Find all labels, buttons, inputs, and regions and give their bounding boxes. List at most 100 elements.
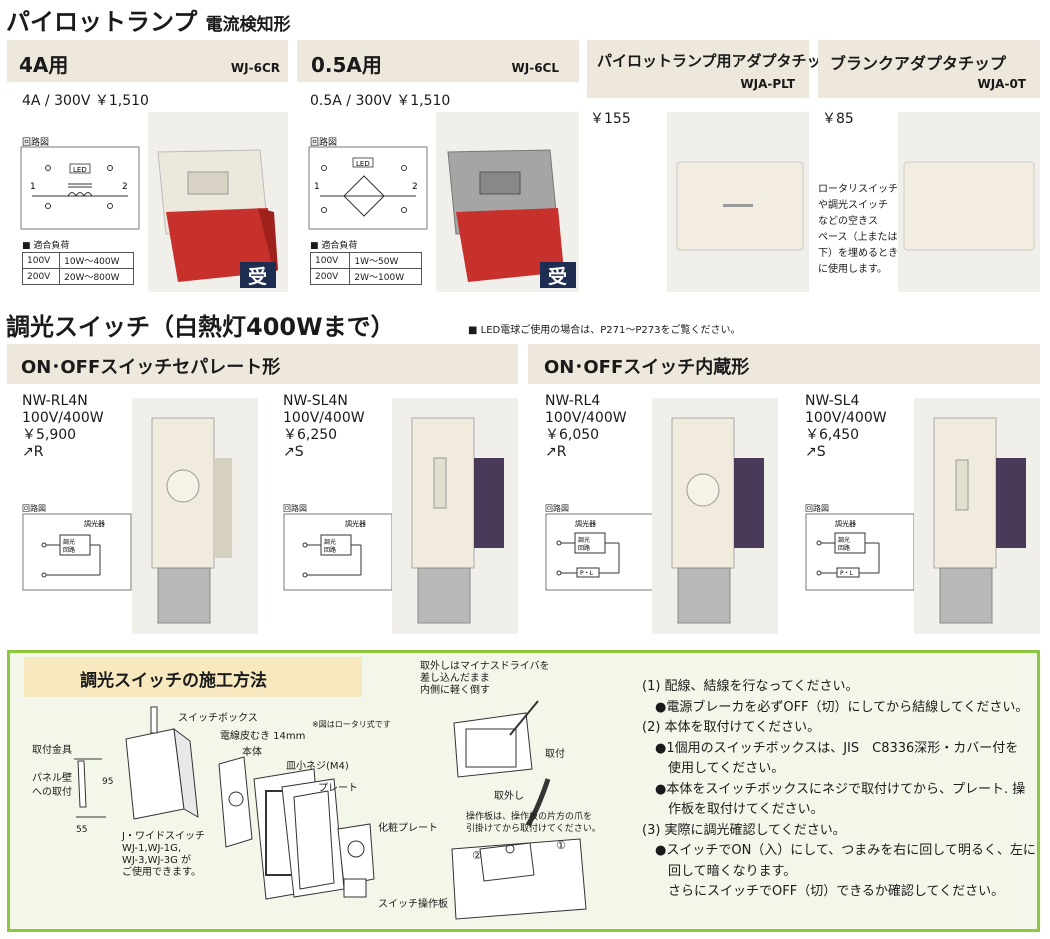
dimmer-rating: 100V/400W	[805, 410, 887, 426]
dimmer-price: ￥6,450	[805, 427, 860, 443]
switch-label: P・L	[840, 570, 854, 577]
circuit-label: 回路図	[22, 504, 46, 513]
product-bar-05a: 0.5A用 WJ-6CL	[297, 40, 579, 82]
step-line: ●本体をスイッチボックスにネジで取付けてから、プレート. 操	[642, 781, 1026, 797]
installation-steps: (1) 配線、結線を行なってください。 ●電源ブレーカを必ずOFF（切）にしてか…	[642, 677, 1036, 903]
blank-chip-note: ロータリスイッチ や調光スイッチ などの空きス ペース（上または 下）を埋めると…	[818, 182, 898, 278]
section-bar-title: ON･OFFスイッチ内蔵形	[544, 357, 750, 378]
dimmer-card-nw-sl4: NW-SL4 100V/400W ￥6,450 ↗S	[805, 393, 1045, 633]
label-dim-95: 95	[102, 777, 114, 787]
circuit-diagram-wj6cl: LED 1 2	[308, 146, 428, 230]
note-line: 内側に軽く倒す	[420, 685, 490, 696]
product-bar-plt: パイロットランプ用アダプタチップ WJA-PLT	[587, 40, 837, 98]
section-bar-separate: ON･OFFスイッチセパレート形	[7, 344, 518, 384]
label-dim-55: 55	[76, 825, 88, 835]
load-range: 20W～800W	[59, 268, 134, 285]
receptacle-badge: 受	[248, 266, 268, 288]
product-spec: 0.5A / 300V ￥1,510	[310, 93, 451, 109]
load-range: 2W～100W	[349, 268, 422, 285]
label-panel-wall: パネル壁	[32, 773, 72, 784]
label-detach: 取外し	[494, 791, 524, 802]
removal-diagram	[451, 700, 587, 920]
switch-label: P・L	[580, 570, 594, 577]
dimmer-price: ￥6,250	[283, 427, 338, 443]
step-line: (2) 本体を取付けてください。	[642, 720, 821, 735]
removal-note: 取外しはマイナスドライバを 差し込んだまま 内側に軽く倒す	[420, 661, 550, 697]
receptacle-badge: 受	[548, 266, 568, 288]
dimmer-circuit-4: 調光器 調光 回路 P・L	[805, 513, 915, 591]
dimmer-rating: 100V/400W	[545, 410, 627, 426]
dimmer-photo-rotary	[132, 398, 258, 634]
dimmer-type: ↗R	[22, 444, 44, 460]
box-label: 調光	[324, 538, 336, 546]
load-voltage: 200V	[21, 268, 61, 285]
dimmer-photo-slide	[392, 398, 518, 634]
note-line: 操作板は、操作板の片方の爪を	[466, 812, 593, 822]
dimmer-label: 調光器	[575, 519, 596, 528]
product-price: ￥85	[822, 111, 854, 127]
label-step-1: ①	[556, 839, 566, 852]
note-line: WJ-3,WJ-3G が	[122, 855, 192, 866]
dimmer-rating: 100V/400W	[22, 410, 104, 426]
wide-switch-note: J・ワイドスイッチ WJ-1,WJ-1G, WJ-3,WJ-3G が ご使用でき…	[122, 831, 205, 879]
led-note: ■ LED電球ご使用の場合は、P271～P273をご覧ください。	[468, 325, 741, 336]
pilot-lamp-subtitle: 電流検知形	[205, 15, 291, 35]
note-line: ロータリスイッチ	[818, 184, 898, 195]
node-label: 2	[122, 182, 128, 192]
load-voltage: 100V	[21, 252, 61, 269]
label-deco-plate: 化粧プレート	[378, 823, 438, 834]
dimmer-circuit-3: 調光器 調光 回路 P・L	[545, 513, 655, 591]
dimmer-type: ↗S	[805, 444, 826, 460]
box-label: 回路	[63, 546, 75, 554]
circuit-label: 回路図	[805, 504, 829, 513]
note-line: ペース（上または	[818, 232, 898, 243]
label-rotary-note: ※図はロータリ式です	[312, 720, 391, 729]
dimmer-model: NW-RL4N	[22, 393, 88, 409]
circuit-diagram-wj6cr: LED 1 2	[20, 146, 140, 230]
product-model: WJ-6CR	[230, 61, 280, 75]
dimmer-circuit-2: 調光器 調光 回路	[283, 513, 393, 591]
section-bar-title: ON･OFFスイッチセパレート形	[21, 357, 281, 378]
note-line: J・ワイドスイッチ	[122, 831, 205, 842]
led-label: LED	[73, 166, 87, 174]
box-label: 回路	[578, 544, 590, 552]
label-body: 本体	[242, 747, 262, 758]
product-title: 0.5A用	[311, 53, 382, 77]
label-fitting: 取付金具	[32, 745, 72, 756]
product-title: 4A用	[19, 53, 69, 77]
dimmer-circuit-1: 調光器 調光 回路	[22, 513, 132, 591]
section-title-pilot-lamp: パイロットランプ 電流検知形	[6, 2, 291, 37]
label-attach: 取付	[545, 749, 565, 760]
circuit-label: 回路図	[22, 138, 50, 148]
note-line: 取外しはマイナスドライバを	[420, 661, 550, 672]
box-label: 調光	[838, 536, 850, 544]
step-line: (1) 配線、結線を行なってください。	[642, 679, 859, 694]
product-model: WJ-6CL	[511, 61, 559, 75]
product-bar-0t: ブランクアダプタチップ WJA-0T	[818, 40, 1040, 98]
load-voltage: 100V	[309, 252, 351, 269]
note-line: に使用します。	[818, 264, 887, 275]
step-line: ●電源ブレーカを必ずOFF（切）にしてから結線してください。	[642, 699, 1029, 715]
installation-exploded-diagram	[74, 706, 375, 900]
label-plate: プレート	[318, 783, 358, 794]
product-model: WJA-PLT	[740, 77, 795, 91]
step-line: 回して暗くなります。	[642, 863, 797, 879]
installation-panel: 調光スイッチの施工方法 スイッチボックス ※図はロータリ式です 電線皮むき 14…	[7, 650, 1040, 932]
circuit-label: 回路図	[545, 504, 569, 513]
dimmer-model: NW-SL4N	[283, 393, 348, 409]
note-line: や調光スイッチ	[818, 200, 888, 211]
pilot-lamp-red-image	[157, 149, 278, 288]
dimmer-price: ￥6,050	[545, 427, 600, 443]
product-photo-wja-plt	[667, 112, 809, 292]
box-label: 回路	[838, 544, 850, 552]
product-bar-4a: 4A用 WJ-6CR	[7, 40, 288, 82]
dimmer-label: 調光器	[835, 519, 856, 528]
label-switch-box: スイッチボックス	[178, 713, 258, 724]
dimmer-card-nw-sl4n: NW-SL4N 100V/400W ￥6,250 ↗S	[283, 393, 523, 633]
node-label: 2	[412, 182, 418, 192]
note-line: ご使用できます。	[122, 867, 201, 878]
